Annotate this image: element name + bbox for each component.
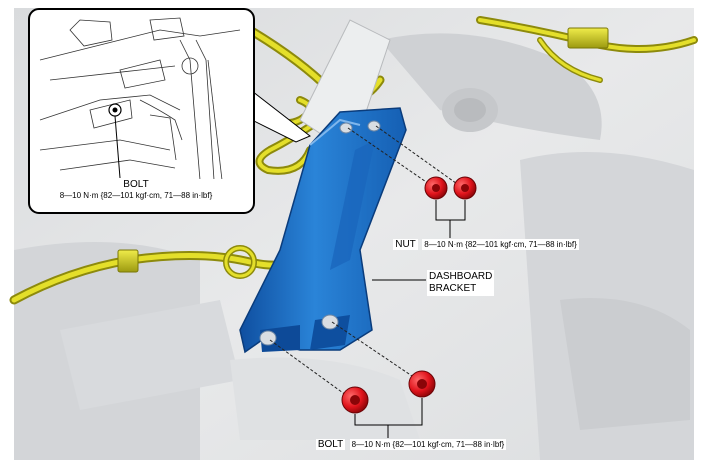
bracket-label-line2: BRACKET: [429, 283, 477, 294]
harness-connector: [117, 27, 609, 273]
bolt-fastener: [341, 370, 436, 414]
bracket-label-line1: DASHBOARD: [429, 271, 493, 282]
bolt-torque: 8—10 N·m {82—101 kgf·cm, 71—88 in·lbf}: [349, 439, 507, 450]
inset-detail: [28, 8, 311, 214]
nut-callout: NUT 8—10 N·m {82—101 kgf·cm, 71—88 in·lb…: [383, 237, 589, 250]
nut-fastener: [424, 176, 477, 200]
inset-bolt-callout: BOLT 8—10 N·m {82—101 kgf·cm, 71—88 in·l…: [41, 179, 231, 201]
inset-bolt-name: BOLT: [123, 179, 149, 190]
fastener-guide-lines: [269, 125, 461, 399]
bolt-name: BOLT: [315, 439, 346, 450]
inset-bolt-torque: 8—10 N·m {82—101 kgf·cm, 71—88 in·lbf}: [59, 191, 213, 200]
dashboard-bracket: [239, 107, 407, 354]
bolt-callout: BOLT 8—10 N·m {82—101 kgf·cm, 71—88 in·l…: [306, 437, 516, 450]
nut-torque: 8—10 N·m {82—101 kgf·cm, 71—88 in·lbf}: [422, 239, 579, 250]
dashboard-bracket-callout: DASHBOARD BRACKET: [427, 270, 495, 296]
nut-name: NUT: [393, 239, 418, 250]
leader-lines: [354, 200, 466, 438]
